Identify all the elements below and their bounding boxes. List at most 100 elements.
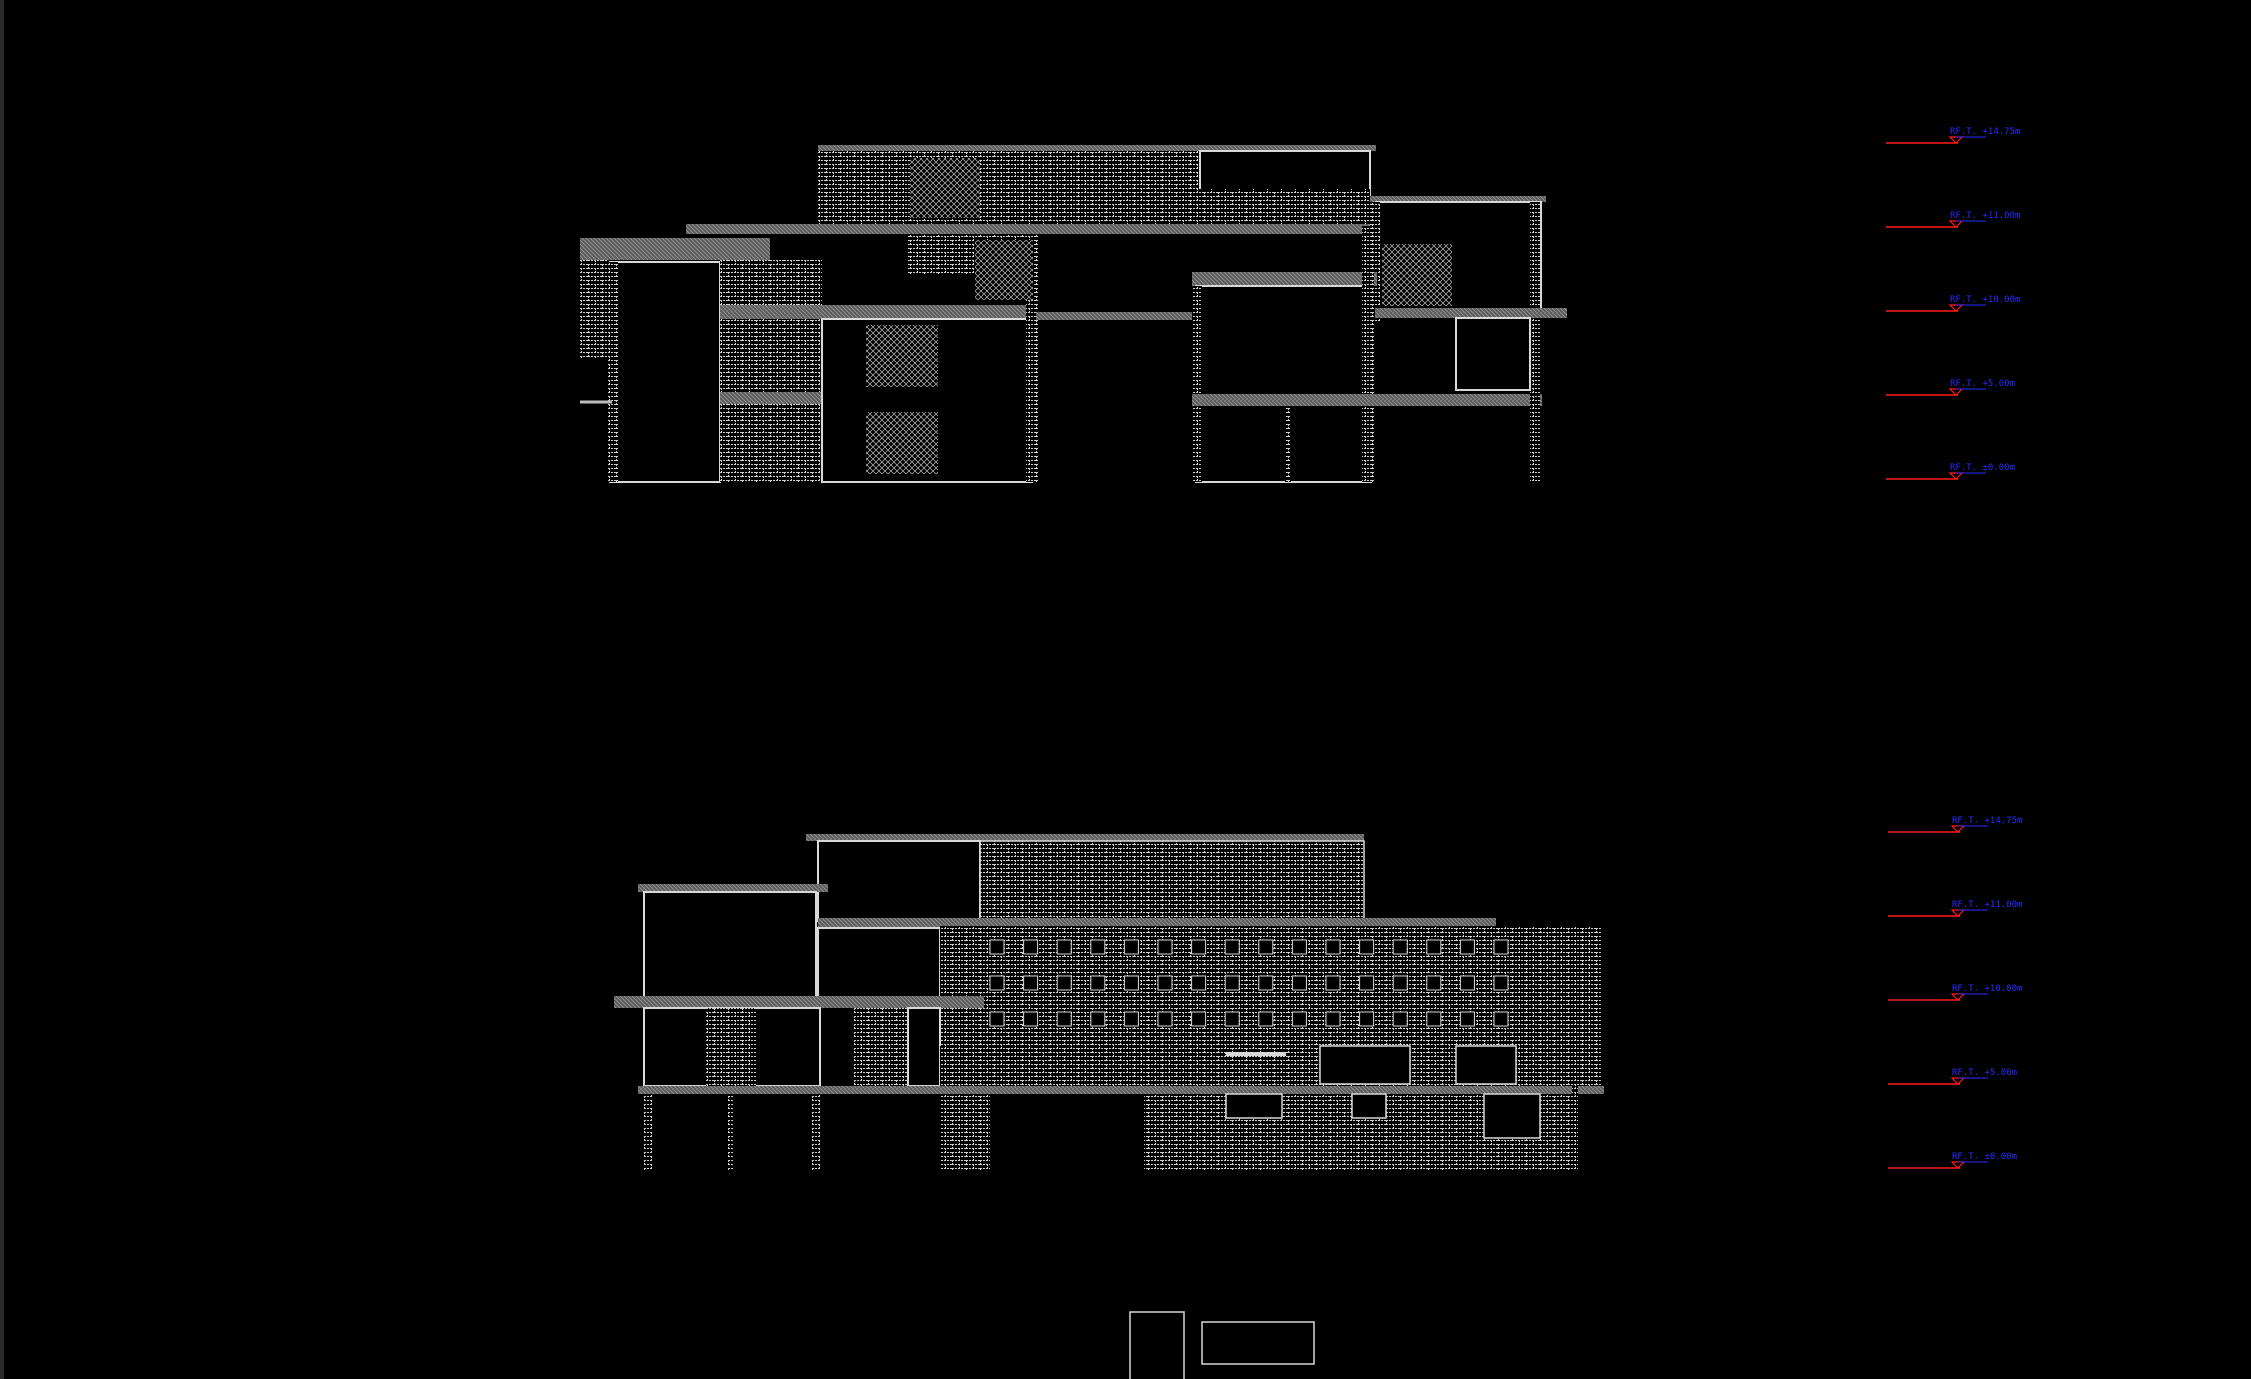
- level-marker: RF.T. +5.00m: [1886, 379, 2015, 396]
- screen-opening: [1224, 939, 1240, 955]
- screen-opening: [1056, 1011, 1072, 1027]
- level-triangle-icon: [1950, 993, 1966, 1001]
- bridge-slab: [1036, 312, 1192, 320]
- screen-opening: [1493, 1011, 1509, 1027]
- title-block-frame[interactable]: [1129, 1311, 1185, 1379]
- base-opening-2: [1351, 1093, 1387, 1119]
- base-pier-4: [940, 1094, 990, 1170]
- screen-opening: [1258, 975, 1274, 991]
- screen-opening: [1459, 939, 1475, 955]
- screen-opening: [1191, 1011, 1207, 1027]
- base-col-1: [644, 1094, 652, 1170]
- level-triangle-icon: [1948, 472, 1964, 480]
- screen-opening: [1157, 939, 1173, 955]
- screen-opening: [1493, 975, 1509, 991]
- screen-opening: [989, 975, 1005, 991]
- level-triangle-icon: [1950, 1161, 1966, 1169]
- right-wing-slab: [1375, 308, 1567, 318]
- level-label: RF.T. +14.75m: [1952, 816, 2022, 826]
- level-marker: RF.T. ±0.00m: [1888, 1152, 2017, 1169]
- level-marker: RF.T. +10.00m: [1886, 295, 2020, 312]
- lower-col-b: [907, 1007, 941, 1087]
- right-frame: [1195, 285, 1372, 483]
- roof-brick-b: [980, 841, 1364, 919]
- screen-opening: [1224, 1011, 1240, 1027]
- screen-opening: [1123, 939, 1139, 955]
- screen-opening: [1291, 1011, 1307, 1027]
- screen-opening: [1157, 975, 1173, 991]
- right-wing-post: [1530, 318, 1540, 482]
- dark-window-1: [1319, 1045, 1411, 1085]
- screen-opening: [1224, 975, 1240, 991]
- vegetation-block: [910, 158, 980, 218]
- mid-box-b: [817, 927, 941, 999]
- slab-level-3: [686, 224, 1462, 234]
- level-marker: RF.T. +14.75m: [1888, 816, 2022, 833]
- lower-pier-b1: [706, 1008, 756, 1086]
- level-triangle-icon: [1948, 220, 1964, 228]
- screen-opening: [1056, 975, 1072, 991]
- screen-opening: [1023, 939, 1039, 955]
- window-stack-lower: [866, 412, 938, 474]
- level-label: RF.T. ±0.00m: [1952, 1152, 2017, 1162]
- screen-opening: [1359, 1011, 1375, 1027]
- level-marker: RF.T. +11.00m: [1886, 211, 2020, 228]
- title-block-box[interactable]: [1201, 1321, 1315, 1365]
- left-box-b: [643, 891, 817, 999]
- screen-opening: [1459, 975, 1475, 991]
- screen-opening: [1325, 975, 1341, 991]
- screen-opening: [1325, 939, 1341, 955]
- base-col-3: [812, 1094, 820, 1170]
- level-label: RF.T. +5.00m: [1950, 379, 2015, 389]
- right-mid-post: [1285, 406, 1291, 482]
- right-column-right: [1362, 226, 1374, 482]
- elevation-top[interactable]: [580, 145, 1567, 483]
- roof-box-b: [817, 840, 981, 922]
- level-triangle-icon: [1950, 1077, 1966, 1085]
- level-label: RF.T. +10.00m: [1950, 295, 2020, 305]
- level-label: RF.T. +14.75m: [1950, 127, 2020, 137]
- left-wing-frame: [609, 261, 721, 483]
- right-wing-bay: [1455, 317, 1531, 391]
- screen-opening: [1023, 975, 1039, 991]
- screen-opening: [1392, 939, 1408, 955]
- left-roof-b: [638, 884, 828, 892]
- right-screen: [1382, 244, 1452, 306]
- floor-slab-b: [614, 996, 984, 1008]
- lower-pier-b2: [854, 1008, 908, 1086]
- roof-parapet: [818, 145, 1376, 151]
- level-marker: RF.T. +11.00m: [1888, 900, 2022, 917]
- level-marker: RF.T. +10.00m: [1888, 984, 2022, 1001]
- roof-pier: [818, 151, 830, 226]
- right-slab-upper: [1192, 272, 1377, 286]
- screen-opening: [1426, 975, 1442, 991]
- elevation-bottom[interactable]: [614, 834, 1604, 1170]
- screen-opening: [1325, 1011, 1341, 1027]
- screen-opening: [1359, 939, 1375, 955]
- level-marker: RF.T. +14.75m: [1886, 127, 2020, 144]
- base-col-2: [728, 1094, 734, 1170]
- screen-opening: [1258, 1011, 1274, 1027]
- screen-opening: [1392, 975, 1408, 991]
- right-upper-slab: [1370, 196, 1546, 202]
- screen-opening: [1426, 939, 1442, 955]
- level-marker: RF.T. ±0.00m: [1886, 463, 2015, 480]
- roof-slab-b: [806, 834, 1364, 841]
- base-right-wall: [1572, 1046, 1578, 1170]
- ground-slab-b: [638, 1086, 1604, 1094]
- roof-brick-panel: [830, 151, 1200, 189]
- mid-slab-b: [818, 918, 1496, 928]
- screen-opening: [1090, 939, 1106, 955]
- level-label: RF.T. ±0.00m: [1950, 463, 2015, 473]
- level-label: RF.T. +11.00m: [1952, 900, 2022, 910]
- screen-opening: [989, 939, 1005, 955]
- screen-opening: [1493, 939, 1509, 955]
- left-wing-column: [608, 262, 618, 482]
- window-stack-upper: [866, 325, 938, 387]
- level-triangle-icon: [1948, 304, 1964, 312]
- screen-opening: [1426, 1011, 1442, 1027]
- screen-opening: [1392, 1011, 1408, 1027]
